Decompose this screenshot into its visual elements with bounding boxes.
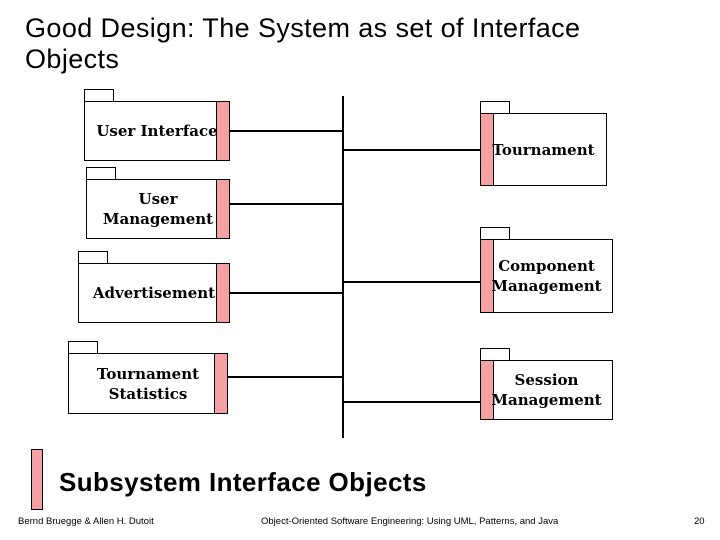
interface-bar [216, 180, 229, 238]
package-tab [78, 251, 108, 263]
package-tournament: Tournament [480, 101, 607, 186]
connector-advertisement [230, 292, 342, 294]
interface-bar [214, 354, 227, 413]
package-tab [480, 348, 510, 360]
package-tab [86, 167, 116, 179]
caption-accent-bar [31, 449, 43, 510]
connector-session-management [342, 401, 480, 403]
package-label: Tournament Statistics [96, 364, 200, 403]
footer-page-number: 20 [694, 516, 705, 527]
package-tab [84, 89, 114, 101]
package-session-management: Session Management [480, 348, 613, 420]
package-tab [68, 341, 98, 353]
connector-component-management [342, 281, 480, 283]
package-tournament-statistics: Tournament Statistics [68, 341, 228, 414]
interface-bar [481, 114, 494, 185]
package-label: User Management [102, 190, 214, 228]
package-label: User Interface [96, 122, 218, 140]
package-tab [480, 227, 510, 239]
package-label: Advertisement [92, 284, 216, 302]
caption-title: Subsystem Interface Objects [59, 467, 427, 497]
package-label: Session Management [491, 371, 602, 409]
package-user-interface: User Interface [84, 89, 230, 161]
footer-book-title: Object-Oriented Software Engineering: Us… [261, 516, 559, 527]
connector-user-interface [230, 130, 342, 132]
package-advertisement: Advertisement [78, 251, 230, 323]
package-label: Component Management [491, 257, 602, 295]
slide-title: Good Design: The System as set of Interf… [25, 13, 581, 74]
package-label: Tournament [492, 140, 595, 159]
connector-tournament [342, 149, 480, 151]
package-user-management: User Management [86, 167, 230, 239]
interface-bar [481, 361, 494, 419]
interface-bar [216, 264, 229, 322]
interface-bar [481, 240, 494, 312]
footer-authors: Bernd Bruegge & Allen H. Dutoit [18, 516, 154, 527]
connector-tournament-statistics [228, 376, 342, 378]
package-tab [480, 101, 510, 113]
interface-bar [216, 102, 229, 160]
package-component-management: Component Management [480, 227, 613, 313]
bus-line [342, 96, 344, 438]
connector-user-management [230, 203, 342, 205]
